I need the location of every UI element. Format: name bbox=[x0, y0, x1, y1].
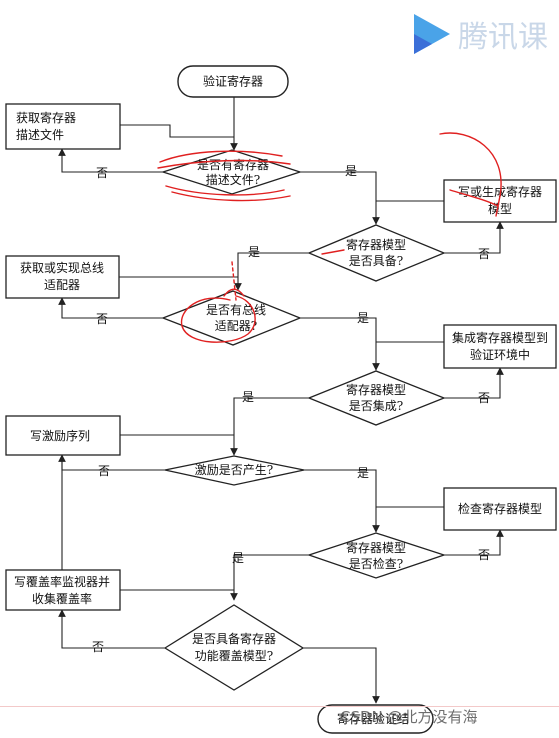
tick-adapter bbox=[223, 288, 245, 297]
coverage-box: 写覆盖率监视器并 收集覆盖率 bbox=[5, 569, 121, 611]
edge-label-model-no: 否 bbox=[478, 247, 490, 261]
edge-label-adapter-yes: 是 bbox=[357, 311, 369, 325]
adapter-decision-line2: 适配器? bbox=[215, 319, 257, 333]
edge-label-adapter-no: 否 bbox=[96, 312, 108, 326]
descriptor-decision: 是否有寄存器 描述文件? bbox=[160, 149, 303, 195]
descriptor-decision-line2: 描述文件? bbox=[206, 172, 260, 187]
flowchart-connectors bbox=[58, 97, 504, 704]
footer-divider bbox=[0, 706, 559, 707]
end-terminal: 寄存器验证结 bbox=[317, 704, 434, 734]
integrate-line1: 集成寄存器模型到 bbox=[452, 330, 548, 345]
csdn-credit: CSDN @北方没有海 bbox=[340, 708, 478, 726]
edge-label-checked-no: 否 bbox=[478, 548, 490, 562]
brand-logo-icon bbox=[414, 14, 450, 54]
adapter-decision-line1: 是否有总线 bbox=[206, 303, 266, 317]
edge-label-desc-no: 否 bbox=[96, 166, 108, 180]
integrate-line2: 验证环境中 bbox=[470, 347, 530, 362]
scribble-descriptor-bottom bbox=[165, 185, 291, 202]
start-terminal: 验证寄存器 bbox=[177, 65, 289, 98]
coverage-line2: 收集覆盖率 bbox=[32, 591, 92, 606]
descriptor-decision-line1: 是否有寄存器 bbox=[197, 157, 269, 172]
checkmark-generate-model bbox=[439, 132, 502, 217]
dash-model-ready bbox=[321, 249, 345, 255]
model-checked-decision: 寄存器模型 是否检查? bbox=[306, 532, 447, 579]
get-adapter-line1: 获取或实现总线 bbox=[20, 260, 104, 275]
underline-generate-model bbox=[449, 189, 499, 207]
write-sequence-label: 写激励序列 bbox=[30, 428, 90, 443]
get-adapter-line2: 适配器 bbox=[44, 278, 80, 292]
generate-model-box: 写或生成寄存器 模型 bbox=[443, 179, 557, 223]
edge-labels: 否 是 否 是 否 是 否 是 否 是 否 是 否 bbox=[92, 164, 490, 654]
end-label: 寄存器验证结 bbox=[337, 711, 409, 726]
red-annotations bbox=[157, 132, 502, 343]
start-label: 验证寄存器 bbox=[203, 74, 263, 89]
adapter-decision: 是否有总线 适配器? bbox=[161, 290, 302, 346]
edge-label-cov-no: 否 bbox=[92, 640, 104, 654]
integrate-model-box: 集成寄存器模型到 验证环境中 bbox=[443, 324, 557, 369]
coverage-line1: 写覆盖率监视器并 bbox=[14, 574, 110, 589]
coverage-model-line1: 是否具备寄存器 bbox=[192, 631, 276, 646]
brand-watermark: 腾讯课 bbox=[458, 20, 548, 55]
get-descriptor-box: 获取寄存器 描述文件 bbox=[5, 103, 121, 150]
model-integrated-line1: 寄存器模型 bbox=[346, 382, 406, 397]
model-integrated-line2: 是否集成? bbox=[349, 398, 403, 413]
check-model-label: 检查寄存器模型 bbox=[458, 501, 542, 516]
model-integrated-decision: 寄存器模型 是否集成? bbox=[307, 370, 446, 426]
edge-label-desc-yes: 是 bbox=[345, 164, 357, 178]
model-checked-line1: 寄存器模型 bbox=[346, 540, 406, 555]
edge-label-stim-no: 否 bbox=[98, 464, 110, 478]
edge-label-integrated-yes: 是 bbox=[242, 390, 254, 404]
coverage-model-line2: 功能覆盖模型? bbox=[195, 649, 273, 663]
write-sequence-box: 写激励序列 bbox=[5, 415, 121, 456]
stimulus-decision: 激励是否产生? bbox=[164, 455, 305, 486]
get-descriptor-label-line1: 获取寄存器 bbox=[16, 110, 76, 125]
model-checked-line2: 是否检查? bbox=[349, 556, 403, 571]
model-ready-line2: 是否具备? bbox=[349, 254, 403, 268]
edge-label-integrated-no: 否 bbox=[478, 391, 490, 405]
edge-label-checked-yes: 是 bbox=[232, 551, 244, 565]
check-model-box: 检查寄存器模型 bbox=[443, 487, 557, 531]
stimulus-decision-label: 激励是否产生? bbox=[195, 463, 273, 477]
circle-adapter bbox=[180, 295, 256, 343]
get-adapter-box: 获取或实现总线 适配器 bbox=[5, 255, 120, 299]
scribble-descriptor-top bbox=[157, 150, 291, 169]
dashed-pointer-adapter bbox=[231, 261, 237, 301]
edge-label-model-yes: 是 bbox=[248, 245, 260, 259]
get-descriptor-label-line2: 描述文件 bbox=[16, 127, 64, 142]
model-ready-decision: 寄存器模型 是否具备? bbox=[307, 224, 446, 282]
model-ready-line1: 寄存器模型 bbox=[346, 237, 406, 252]
generate-model-line2: 模型 bbox=[488, 202, 512, 216]
edge-label-stim-yes: 是 bbox=[357, 466, 369, 480]
coverage-model-decision: 是否具备寄存器 功能覆盖模型? bbox=[163, 604, 305, 691]
